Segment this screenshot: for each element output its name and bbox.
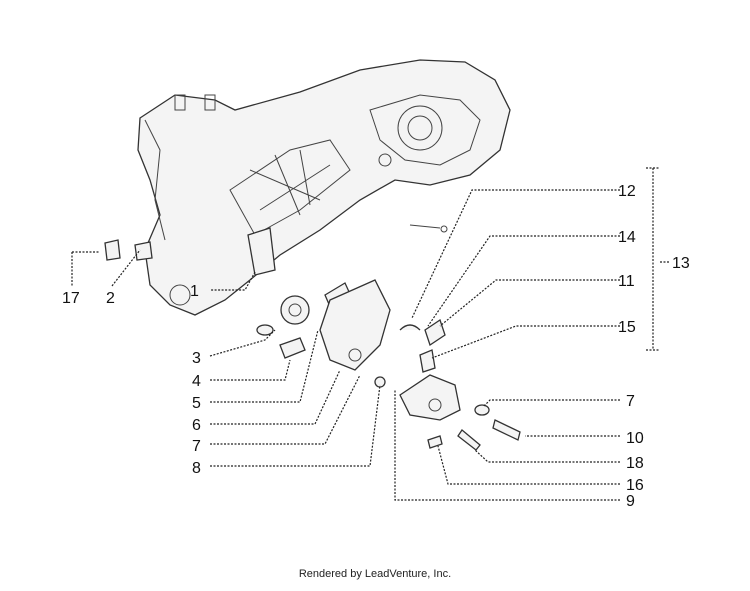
part-labels: 1 2 3 4 5 6 7 8 9 10 11 12 13 14 15 16 1… — [62, 183, 690, 510]
footer-credit: Rendered by LeadVenture, Inc. — [298, 568, 452, 580]
label-6: 6 — [192, 417, 201, 434]
label-8: 8 — [192, 460, 201, 477]
label-7b: 7 — [626, 393, 635, 410]
label-14: 14 — [618, 229, 636, 246]
label-2: 2 — [106, 290, 115, 307]
pump-parts — [104, 227, 521, 451]
label-11: 11 — [618, 273, 635, 290]
label-18: 18 — [626, 455, 644, 472]
label-7: 7 — [192, 438, 201, 455]
label-12: 12 — [618, 183, 636, 200]
label-3: 3 — [192, 350, 201, 367]
label-13: 13 — [672, 255, 690, 272]
label-17: 17 — [62, 290, 80, 307]
label-5: 5 — [192, 395, 201, 412]
label-9: 9 — [626, 493, 635, 510]
label-4: 4 — [192, 373, 201, 390]
label-16: 16 — [626, 477, 644, 494]
label-1: 1 — [190, 283, 199, 300]
crankcase-drawing — [137, 59, 511, 316]
label-10: 10 — [626, 430, 644, 447]
label-15: 15 — [618, 319, 636, 336]
leader-lines — [71, 167, 670, 501]
